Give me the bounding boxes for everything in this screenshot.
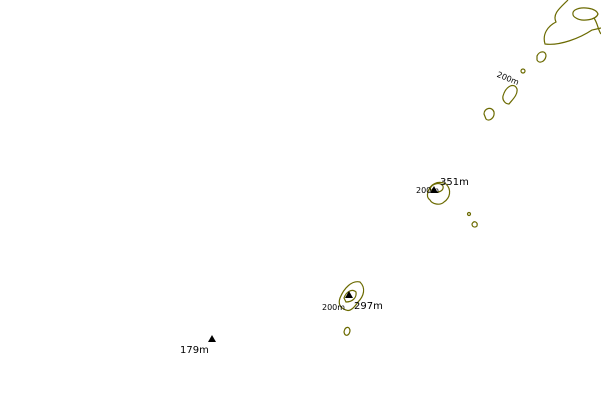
islet-ne-3 bbox=[483, 107, 495, 121]
contour-200-middle-label: 200m bbox=[416, 186, 439, 195]
islet-mid-2 bbox=[471, 221, 478, 228]
contour-200-northeast-label: 200m bbox=[495, 70, 520, 87]
mainland-coast-inner bbox=[593, 17, 601, 35]
peak-351-label: 351m bbox=[440, 177, 469, 188]
peak-markers: 351m 297m 179m bbox=[180, 177, 469, 356]
contour-labels: 200m 200m 200m bbox=[322, 70, 520, 312]
islet-south bbox=[343, 326, 351, 336]
island-south-200 bbox=[343, 289, 357, 303]
mainland-coast bbox=[543, 0, 601, 45]
northeast-coastline bbox=[483, 0, 601, 121]
island-northeast-200 bbox=[502, 84, 518, 105]
peak-179-label: 179m bbox=[180, 345, 209, 356]
contour-200-south-label: 200m bbox=[322, 303, 345, 312]
island-loop-ne bbox=[572, 7, 599, 21]
peak-351-triangle bbox=[430, 186, 438, 193]
peak-297-triangle bbox=[345, 291, 353, 298]
islet-mid-1 bbox=[466, 211, 472, 217]
islet-ne-1 bbox=[536, 51, 547, 63]
south-island bbox=[338, 281, 365, 336]
island-middle-outline bbox=[426, 181, 451, 205]
island-south-outline bbox=[338, 281, 365, 312]
peak-179-triangle bbox=[208, 335, 216, 342]
islet-ne-2 bbox=[520, 68, 526, 74]
peak-297-label: 297m bbox=[354, 301, 383, 312]
